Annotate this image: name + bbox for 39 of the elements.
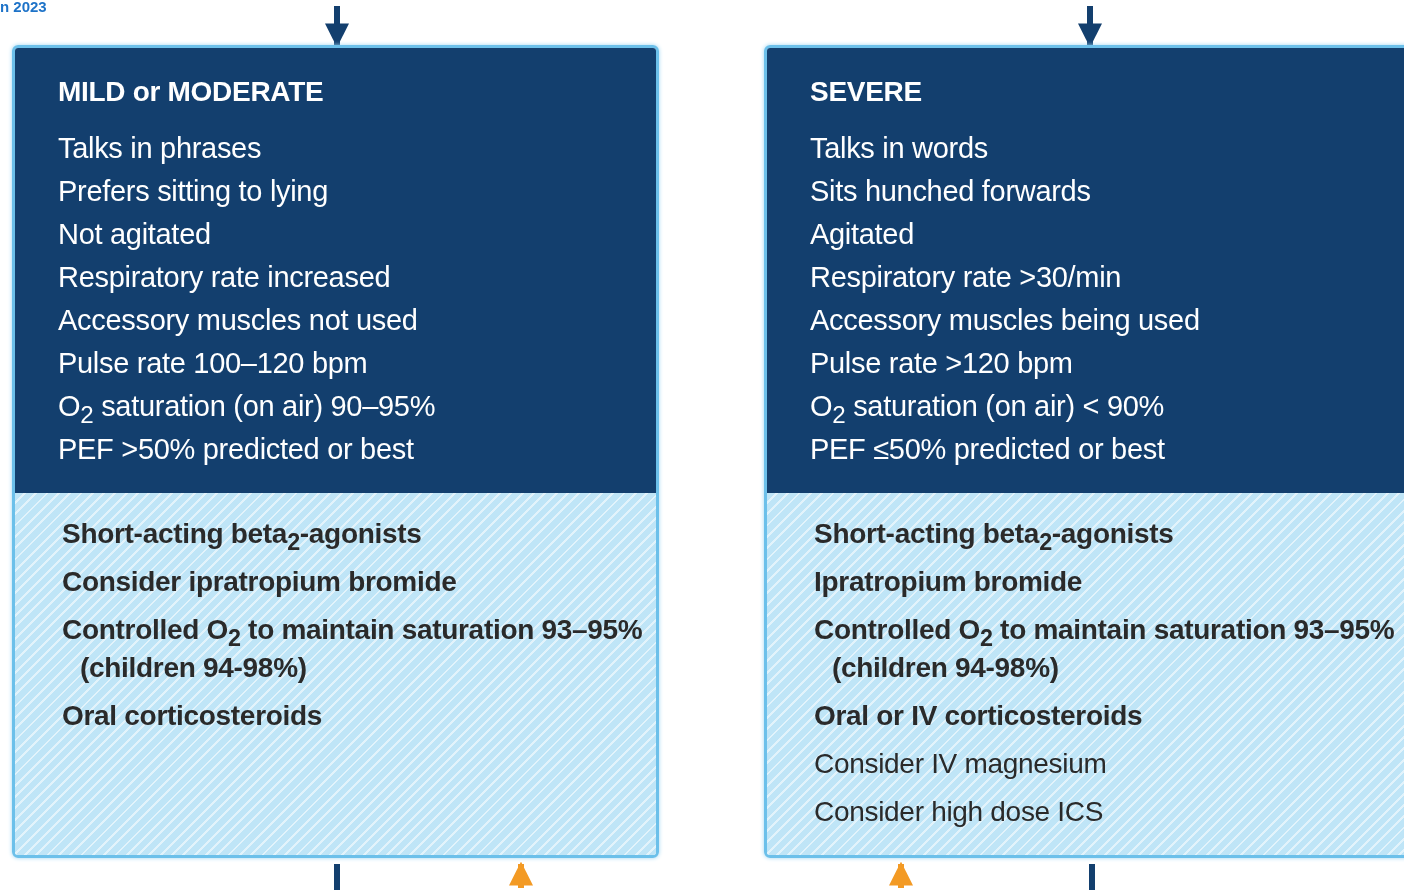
symptom-text: Respiratory rate increased xyxy=(58,260,392,295)
treatment-text: Controlled O$_{2}$ to maintain saturation 93–95% (children 94-98%) xyxy=(814,613,1396,685)
symptom-text: O$_{2}$ saturation (on air) 90–95% xyxy=(58,389,437,428)
treatment-text: Short-acting beta$_{2}$-agonists xyxy=(62,517,423,553)
symptom-text: O$_{2}$ saturation (on air) < 90% xyxy=(810,389,1166,428)
treatment-text: Controlled O$_{2}$ to maintain saturation 93–95% (children 94-98%) xyxy=(62,613,644,685)
treatment-text: Consider high dose ICS xyxy=(814,795,1105,829)
severity-heading: MILD or MODERATE xyxy=(58,75,325,109)
symptom-text: Pulse rate >120 bpm xyxy=(810,346,1074,381)
arrow xyxy=(509,861,533,888)
assessment-panel xyxy=(15,48,656,493)
symptom-text: Pulse rate 100–120 bpm xyxy=(58,346,369,381)
severity-heading: SEVERE xyxy=(810,75,923,109)
treatment-text: Consider ipratropium bromide xyxy=(62,565,458,599)
symptom-text: Talks in phrases xyxy=(58,131,263,166)
treatment-text: Consider IV magnesium xyxy=(814,747,1108,781)
symptom-text: Agitated xyxy=(810,217,915,252)
treatment-text: Ipratropium bromide xyxy=(814,565,1084,599)
symptom-text: Accessory muscles not used xyxy=(58,303,419,338)
treatment-panel xyxy=(15,493,656,855)
arrow xyxy=(1078,6,1102,48)
symptom-text: Sits hunched forwards xyxy=(810,174,1092,209)
assessment-panel xyxy=(767,48,1404,493)
date-note: n 2023 xyxy=(0,0,47,15)
treatment-text: Oral corticosteroids xyxy=(62,699,324,733)
symptom-text: Not agitated xyxy=(58,217,212,252)
arrow xyxy=(889,861,913,888)
symptom-text: PEF ≤50% predicted or best xyxy=(810,432,1166,467)
connector-line xyxy=(334,864,340,890)
symptom-text: Talks in words xyxy=(810,131,989,166)
symptom-text: Respiratory rate >30/min xyxy=(810,260,1123,295)
arrow xyxy=(325,6,349,48)
treatment-text: Oral or IV corticosteroids xyxy=(814,699,1144,733)
connector-line xyxy=(1089,864,1095,890)
treatment-panel xyxy=(767,493,1404,855)
treatment-text: Short-acting beta$_{2}$-agonists xyxy=(814,517,1175,553)
symptom-text: PEF >50% predicted or best xyxy=(58,432,415,467)
symptom-text: Accessory muscles being used xyxy=(810,303,1201,338)
symptom-text: Prefers sitting to lying xyxy=(58,174,330,209)
